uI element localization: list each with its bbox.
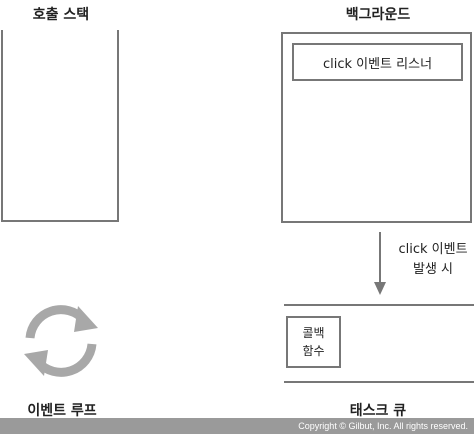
- down-arrow-icon: [374, 232, 386, 295]
- background-box: click 이벤트 리스너: [281, 32, 472, 223]
- call-stack-title: 호출 스택: [32, 7, 90, 23]
- callback-line1: 콜백: [302, 326, 325, 340]
- event-loop-title: 이벤트 루프: [27, 403, 97, 419]
- task-queue-title: 태스크 큐: [349, 403, 407, 419]
- task-queue-top-line: [284, 304, 474, 306]
- callback-function-box: 콜백 함수: [286, 316, 341, 368]
- task-queue-bottom-line: [284, 381, 474, 383]
- event-trigger-label: click 이벤트 발생 시: [392, 240, 474, 280]
- click-listener-label: click 이벤트 리스너: [322, 56, 433, 72]
- event-trigger-line1: click 이벤트: [398, 242, 468, 257]
- event-loop-refresh-icon: [24, 305, 98, 377]
- background-title: 백그라운드: [345, 7, 411, 23]
- click-listener-box: click 이벤트 리스너: [292, 43, 463, 81]
- copyright-footer: Copyright © Gilbut, Inc. All rights rese…: [0, 418, 474, 434]
- event-trigger-line2: 발생 시: [412, 262, 453, 277]
- callback-line2: 함수: [302, 344, 325, 358]
- call-stack-box: [1, 30, 119, 222]
